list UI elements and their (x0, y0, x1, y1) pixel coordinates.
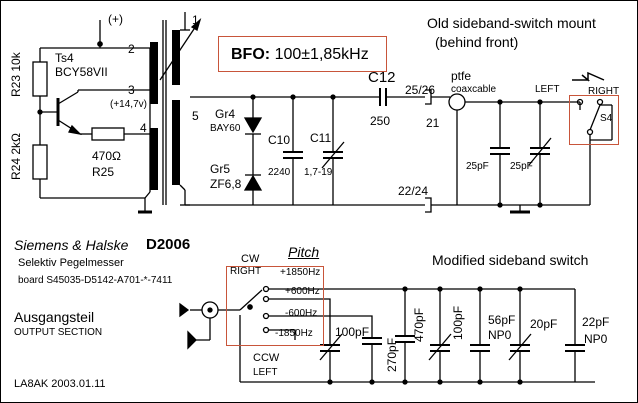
bfo-label: BFO: (231, 46, 271, 63)
coax-label: coaxcable (451, 84, 497, 95)
cw-label: CW (241, 253, 260, 265)
pin4-label: 4 (140, 121, 147, 135)
bfo-box: BFO: 100±1,85kHz (218, 36, 387, 72)
cap25a-label: 25pF (466, 161, 489, 172)
ptfe-label: ptfe (451, 69, 472, 83)
n2224-label: 22/24 (398, 184, 429, 198)
c11-label: C11 (310, 131, 332, 145)
right-label: RIGHT (588, 86, 620, 97)
selektiv-label: Selektiv Pegelmesser (18, 257, 124, 269)
cap-270pf: 270pF (385, 337, 399, 372)
s4-label: S4 (600, 113, 613, 124)
bfo-value: 100±1,85kHz (274, 46, 369, 63)
pin2-label: 2 (128, 42, 135, 56)
s4-box (569, 95, 619, 145)
gr5-label: Gr5 (210, 162, 231, 176)
np0-a-label: NP0 (488, 328, 512, 342)
c10-label: C10 (268, 133, 291, 147)
pin1-label: 1 (192, 13, 199, 27)
c11-value: 1,7-19 (304, 167, 333, 178)
zf-label: ZF6,8 (210, 177, 242, 191)
r-ohm-label: 470Ω (92, 149, 121, 163)
board-label: board S45035-D5142-A701-*-7411 (18, 275, 173, 286)
old-subtitle: (behind front) (435, 34, 519, 50)
volt-label: (+14,7v) (110, 99, 147, 110)
ts4-label: Ts4 (55, 51, 74, 65)
freq-plus1850: +1850Hz (280, 267, 321, 278)
gr4-label: Gr4 (215, 107, 236, 121)
cap-20pf: 20pF (530, 317, 558, 331)
freq-minus1850: -1850Hz (275, 328, 313, 339)
c10-value: 2240 (268, 167, 291, 178)
cap25b-label: 25pF (510, 161, 533, 172)
plus-label: (+) (108, 12, 123, 26)
cap-100pf-b: 100pF (451, 305, 465, 340)
siemens-label: Siemens & Halske (14, 237, 129, 253)
freq-plus600: +600Hz (285, 286, 320, 297)
old-title: Old sideband-switch mount (427, 15, 596, 31)
cap-22pf: 22pF (582, 315, 610, 329)
r25-label: R25 (92, 165, 115, 179)
n21-label: 21 (426, 116, 440, 130)
np0-b-label: NP0 (584, 332, 608, 346)
pin3-label: 3 (128, 83, 135, 97)
ccw-left-label: LEFT (253, 367, 278, 378)
cw-right-label: RIGHT (230, 266, 262, 277)
r24-label: R24 2kΩ (9, 133, 23, 180)
left-label: LEFT (535, 84, 560, 95)
bcy-label: BCY58VII (55, 65, 108, 79)
d2006-label: D2006 (146, 236, 191, 253)
cap-100pf-a: 100pF (335, 325, 370, 339)
ausgang-label: Ausgangsteil (14, 309, 95, 325)
pitch-switch-box (226, 266, 324, 346)
modified-title: Modified sideband switch (432, 252, 589, 268)
ccw-label: CCW (253, 352, 280, 364)
r23-label: R23 10k (9, 52, 23, 97)
freq-minus600: -600Hz (285, 308, 318, 319)
pin5-label: 5 (192, 109, 199, 123)
cap-470pf: 470pF (412, 307, 426, 342)
author-date: LA8AK 2003.01.11 (14, 378, 106, 390)
pitch-label: Pitch (288, 244, 320, 260)
bay-label: BAY60 (210, 123, 241, 134)
c12-label: C12 (368, 69, 396, 86)
n2526-label: 25/26 (405, 83, 436, 97)
c12-value: 250 (370, 114, 391, 128)
output-label: OUTPUT SECTION (14, 327, 103, 338)
cap-56pf: 56pF (488, 313, 516, 327)
